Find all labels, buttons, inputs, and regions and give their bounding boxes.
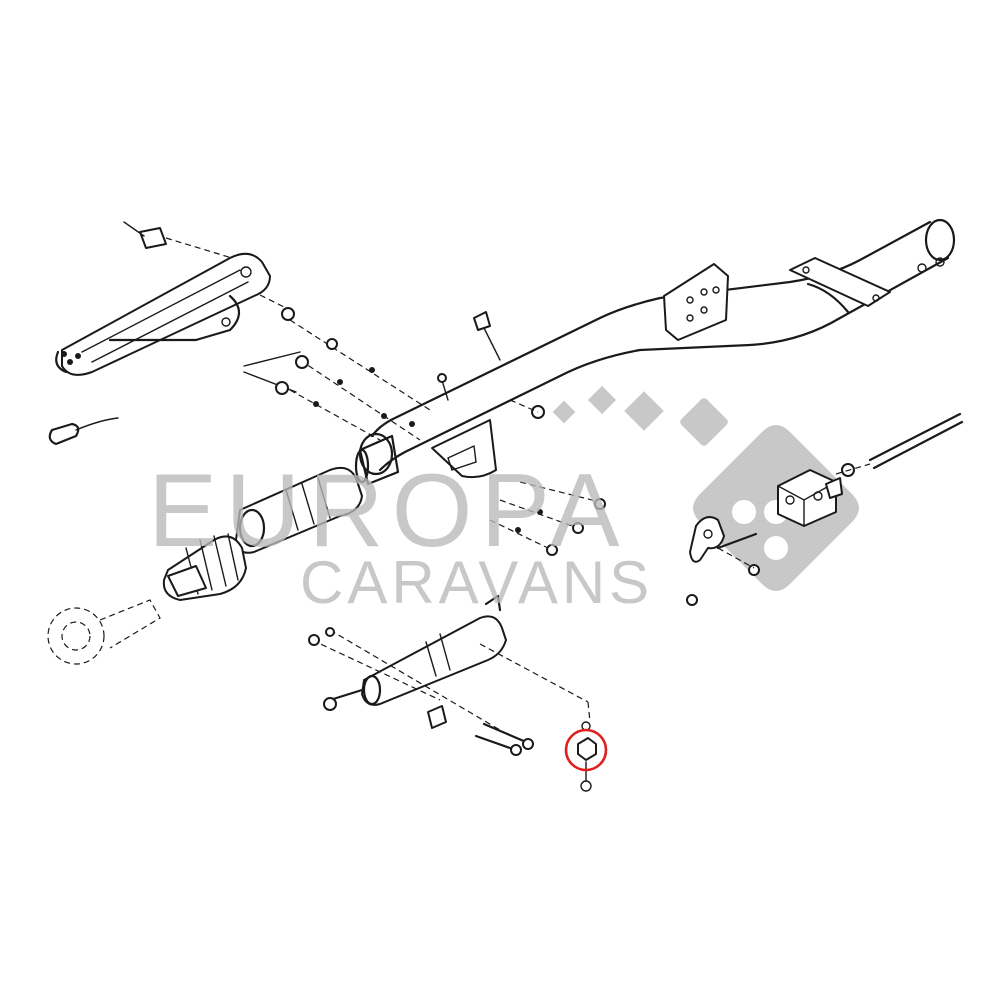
highlight-ring bbox=[564, 728, 608, 772]
under-tube-bolts bbox=[489, 481, 606, 556]
coupler-block bbox=[777, 469, 843, 527]
top-bolts bbox=[437, 311, 545, 419]
top-left-bolt bbox=[123, 221, 233, 259]
logo-square-4 bbox=[680, 398, 728, 446]
right-rod bbox=[835, 412, 964, 477]
tow-eye bbox=[47, 599, 161, 665]
drawbar-main-tube bbox=[358, 218, 956, 476]
chain-hook bbox=[48, 417, 119, 446]
latch-mechanism bbox=[686, 516, 760, 606]
logo-square-3 bbox=[624, 391, 664, 431]
logo-square-2 bbox=[587, 385, 617, 415]
damper-bellows bbox=[162, 466, 363, 601]
mounting-plate bbox=[663, 263, 729, 341]
logo-hole-3 bbox=[764, 536, 788, 560]
saddle-bracket bbox=[789, 257, 891, 314]
logo-square-1 bbox=[552, 400, 576, 424]
assembly-lines-left bbox=[243, 294, 431, 441]
handbrake-lever bbox=[55, 252, 271, 376]
lower-bracket bbox=[431, 419, 497, 479]
small-nut-part[interactable] bbox=[577, 721, 597, 792]
watermark-logo bbox=[552, 385, 859, 591]
lower-damper bbox=[308, 594, 591, 756]
logo-hole-1 bbox=[732, 500, 756, 524]
sleeve-cylinder bbox=[354, 434, 400, 486]
